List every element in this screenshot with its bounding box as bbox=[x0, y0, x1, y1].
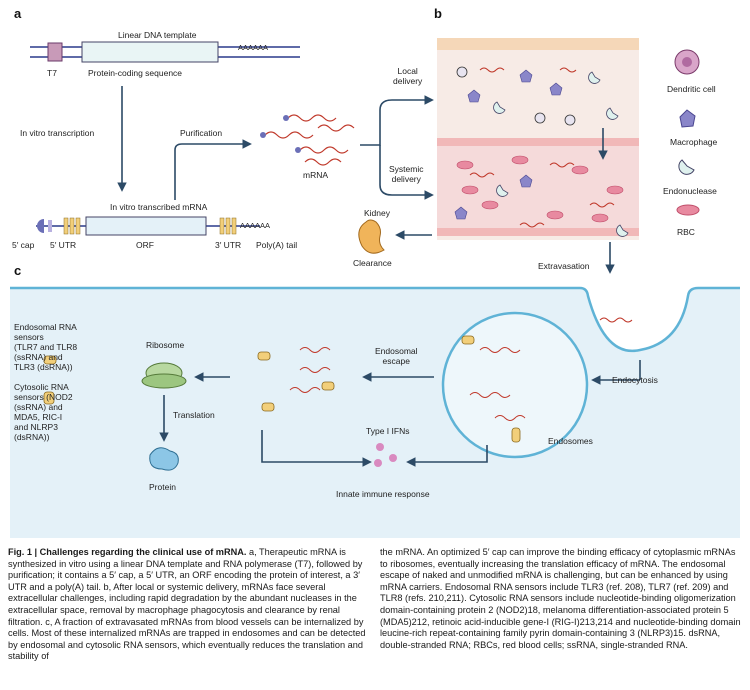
polya-tail-label: Poly(A) tail bbox=[256, 240, 298, 250]
ivt-label: In vitro transcription bbox=[20, 128, 95, 138]
translation-label: Translation bbox=[173, 410, 215, 420]
legend-dendritic: Dendritic cell bbox=[667, 84, 716, 94]
cap5-label: 5′ cap bbox=[12, 240, 35, 250]
coding-label: Protein-coding sequence bbox=[88, 68, 183, 78]
endosomes-label: Endosomes bbox=[548, 436, 593, 446]
caption-left-text: a, Therapeutic mRNA is synthesized in vi… bbox=[8, 547, 366, 662]
local-delivery-label: Local delivery bbox=[393, 66, 423, 86]
coding-sequence-box bbox=[81, 41, 219, 63]
dna-template-title: Linear DNA template bbox=[118, 30, 197, 40]
cell-membrane bbox=[10, 286, 740, 353]
caption-heading: Fig. 1 | Challenges regarding the clinic… bbox=[8, 547, 247, 557]
endocytosis-label: Endocytosis bbox=[612, 375, 658, 385]
sensors-cytosolic-label: Cytosolic RNA sensors (NOD2 (ssRNA) and … bbox=[14, 382, 73, 442]
systemic-delivery-label: Systemic delivery bbox=[389, 164, 424, 184]
mrna-label: mRNA bbox=[303, 170, 329, 180]
legend-endonuclease: Endonuclease bbox=[663, 186, 717, 196]
utr3-box bbox=[219, 217, 225, 235]
polya-seq: AAAAAA bbox=[238, 43, 269, 52]
kidney-icon bbox=[358, 219, 385, 254]
utr3-label: 3′ UTR bbox=[215, 240, 242, 250]
panel-letter-a: a bbox=[14, 6, 22, 21]
purification-label: Purification bbox=[180, 128, 223, 138]
protein-icon bbox=[149, 447, 179, 471]
legend-macrophage: Macrophage bbox=[670, 137, 718, 147]
protein-label: Protein bbox=[149, 482, 176, 492]
clearance-label: Clearance bbox=[353, 258, 392, 268]
extravasation-label: Extravasation bbox=[538, 261, 590, 271]
panel-letter-c: c bbox=[14, 263, 22, 278]
caption-right: the mRNA. An optimized 5′ cap can improv… bbox=[380, 547, 741, 650]
ribosome-label: Ribosome bbox=[146, 340, 185, 350]
ivt-mrna bbox=[36, 216, 260, 236]
panel-letter-b: b bbox=[434, 6, 442, 21]
legend-icons bbox=[674, 49, 700, 216]
orf-label: ORF bbox=[136, 240, 154, 250]
endosome bbox=[441, 311, 589, 459]
aaa-label: AAAAAA bbox=[240, 221, 271, 230]
kidney-label: Kidney bbox=[364, 208, 390, 218]
figure-diagram bbox=[10, 38, 740, 538]
cell-cytoplasm bbox=[10, 288, 740, 538]
ivt-mrna-label: In vitro transcribed mRNA bbox=[110, 202, 208, 212]
cap-icon bbox=[37, 219, 44, 233]
caption-left: Fig. 1 | Challenges regarding the clinic… bbox=[8, 547, 368, 663]
dna-template bbox=[30, 41, 300, 63]
legend-rbc: RBC bbox=[677, 227, 695, 237]
type1-ifns-label: Type I IFNs bbox=[366, 426, 410, 436]
utr5-label: 5′ UTR bbox=[50, 240, 77, 250]
t7-label: T7 bbox=[47, 68, 57, 78]
utr5-box bbox=[63, 217, 69, 235]
sensors-endosomal-label: Endosomal RNA sensors (TLR7 and TLR8 (ss… bbox=[14, 322, 78, 372]
innate-immune-label: Innate immune response bbox=[336, 489, 430, 499]
t7-promoter bbox=[47, 42, 63, 62]
endosomal-escape-label: Endosomal escape bbox=[375, 346, 418, 366]
mrna-strands bbox=[264, 114, 355, 166]
orf-box bbox=[85, 216, 207, 236]
tissue-panel bbox=[437, 38, 639, 240]
